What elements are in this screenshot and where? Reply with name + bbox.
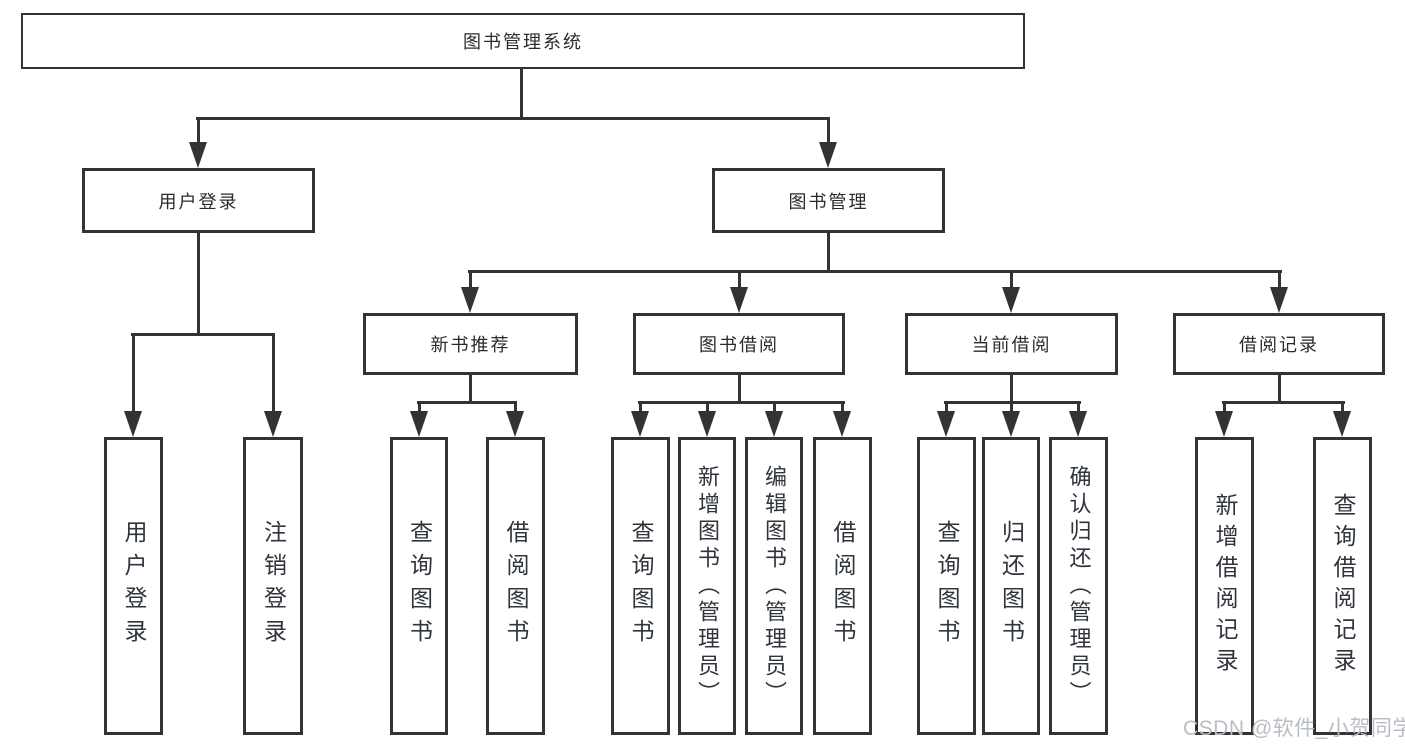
leaf-return-books-label: 归还图书	[998, 520, 1025, 652]
leaf-user-login: 用户登录	[104, 437, 163, 735]
arrowhead-down-icon	[506, 411, 524, 437]
leaf-add-book-admin-label: 新增图书（管理员）	[695, 464, 720, 708]
leaf-query-books-current: 查询图书	[917, 437, 976, 735]
line-segment	[468, 270, 1282, 273]
arrowhead-down-icon	[833, 411, 851, 437]
line-segment	[131, 333, 275, 336]
arrowhead-down-icon	[189, 142, 207, 168]
leaf-logout-label: 注销登录	[260, 520, 287, 652]
leaf-borrow-books-recommend-label: 借阅图书	[503, 520, 529, 652]
leaf-query-books-recommend-label: 查询图书	[406, 520, 433, 652]
csdn-watermark: CSDN @软件_小贺同学	[1183, 717, 1405, 740]
arrowhead-down-icon	[461, 287, 479, 313]
node-book-borrowing-label: 图书借阅	[699, 335, 779, 355]
line-segment	[706, 401, 709, 414]
line-segment	[1010, 373, 1013, 404]
arrowhead-down-icon	[1215, 411, 1233, 437]
node-new-book-recommend-label: 新书推荐	[430, 335, 511, 355]
node-current-borrowing-label: 当前借阅	[971, 335, 1052, 355]
arrowhead-down-icon	[730, 287, 748, 313]
node-new-book-recommend: 新书推荐	[363, 313, 578, 375]
leaf-query-borrow-record: 查询借阅记录	[1313, 437, 1372, 735]
line-segment	[1278, 373, 1281, 404]
node-current-borrowing: 当前借阅	[905, 313, 1118, 375]
arrowhead-down-icon	[1002, 411, 1020, 437]
leaf-confirm-return-admin-label: 确认归还（管理员）	[1066, 464, 1092, 708]
line-segment	[1010, 401, 1013, 414]
arrowhead-down-icon	[765, 411, 783, 437]
leaf-query-borrow-record-label: 查询借阅记录	[1330, 493, 1356, 679]
arrowhead-down-icon	[937, 411, 955, 437]
leaf-query-books-current-label: 查询图书	[934, 520, 960, 652]
arrowhead-down-icon	[819, 142, 837, 168]
line-segment	[418, 401, 421, 414]
line-segment	[738, 270, 741, 290]
node-borrowing-records-label: 借阅记录	[1239, 335, 1319, 355]
line-segment	[272, 333, 275, 413]
leaf-return-books: 归还图书	[982, 437, 1040, 735]
line-segment	[514, 401, 517, 414]
arrowhead-down-icon	[124, 411, 142, 437]
line-segment	[639, 401, 642, 414]
line-segment	[1010, 270, 1013, 290]
arrowhead-down-icon	[264, 411, 282, 437]
node-library-system: 图书管理系统	[21, 13, 1025, 69]
leaf-edit-book-admin-label: 编辑图书（管理员）	[762, 464, 787, 708]
node-borrowing-records: 借阅记录	[1173, 313, 1385, 375]
arrowhead-down-icon	[698, 411, 716, 437]
leaf-borrow-books-recommend: 借阅图书	[486, 437, 545, 735]
node-book-management-label: 图书管理	[788, 191, 869, 212]
arrowhead-down-icon	[410, 411, 428, 437]
node-user-login: 用户登录	[82, 168, 315, 233]
leaf-user-login-label: 用户登录	[121, 520, 147, 652]
line-segment	[196, 117, 830, 120]
line-segment	[520, 67, 523, 120]
line-segment	[1077, 401, 1080, 414]
line-segment	[132, 333, 135, 413]
leaf-confirm-return-admin: 确认归还（管理员）	[1049, 437, 1108, 735]
arrowhead-down-icon	[1333, 411, 1351, 437]
line-segment	[638, 401, 845, 404]
arrowhead-down-icon	[631, 411, 649, 437]
leaf-edit-book-admin: 编辑图书（管理员）	[745, 437, 803, 735]
line-segment	[1341, 401, 1344, 414]
line-segment	[469, 373, 472, 404]
line-segment	[417, 401, 517, 404]
line-segment	[738, 373, 741, 404]
line-segment	[827, 231, 830, 273]
leaf-query-books-borrowing: 查询图书	[611, 437, 670, 735]
line-segment	[197, 231, 200, 336]
leaf-add-borrow-record-label: 新增借阅记录	[1212, 493, 1238, 679]
node-book-borrowing: 图书借阅	[633, 313, 845, 375]
leaf-logout: 注销登录	[243, 437, 303, 735]
leaf-borrow-books-borrowing-label: 借阅图书	[830, 520, 856, 652]
arrowhead-down-icon	[1270, 287, 1288, 313]
leaf-query-books-recommend: 查询图书	[390, 437, 448, 735]
line-segment	[841, 401, 844, 414]
arrowhead-down-icon	[1002, 287, 1020, 313]
line-segment	[1222, 401, 1345, 404]
line-segment	[945, 401, 948, 414]
node-user-login-label: 用户登录	[158, 191, 239, 212]
line-segment	[469, 270, 472, 290]
leaf-add-borrow-record: 新增借阅记录	[1195, 437, 1254, 735]
line-segment	[773, 401, 776, 414]
leaf-add-book-admin: 新增图书（管理员）	[678, 437, 736, 735]
line-segment	[1223, 401, 1226, 414]
node-book-management: 图书管理	[712, 168, 945, 233]
leaf-borrow-books-borrowing: 借阅图书	[813, 437, 872, 735]
line-segment	[1278, 270, 1281, 290]
leaf-query-books-borrowing-label: 查询图书	[628, 520, 654, 652]
line-segment	[827, 117, 830, 145]
node-library-system-label: 图书管理系统	[463, 32, 583, 52]
line-segment	[197, 117, 200, 145]
arrowhead-down-icon	[1069, 411, 1087, 437]
